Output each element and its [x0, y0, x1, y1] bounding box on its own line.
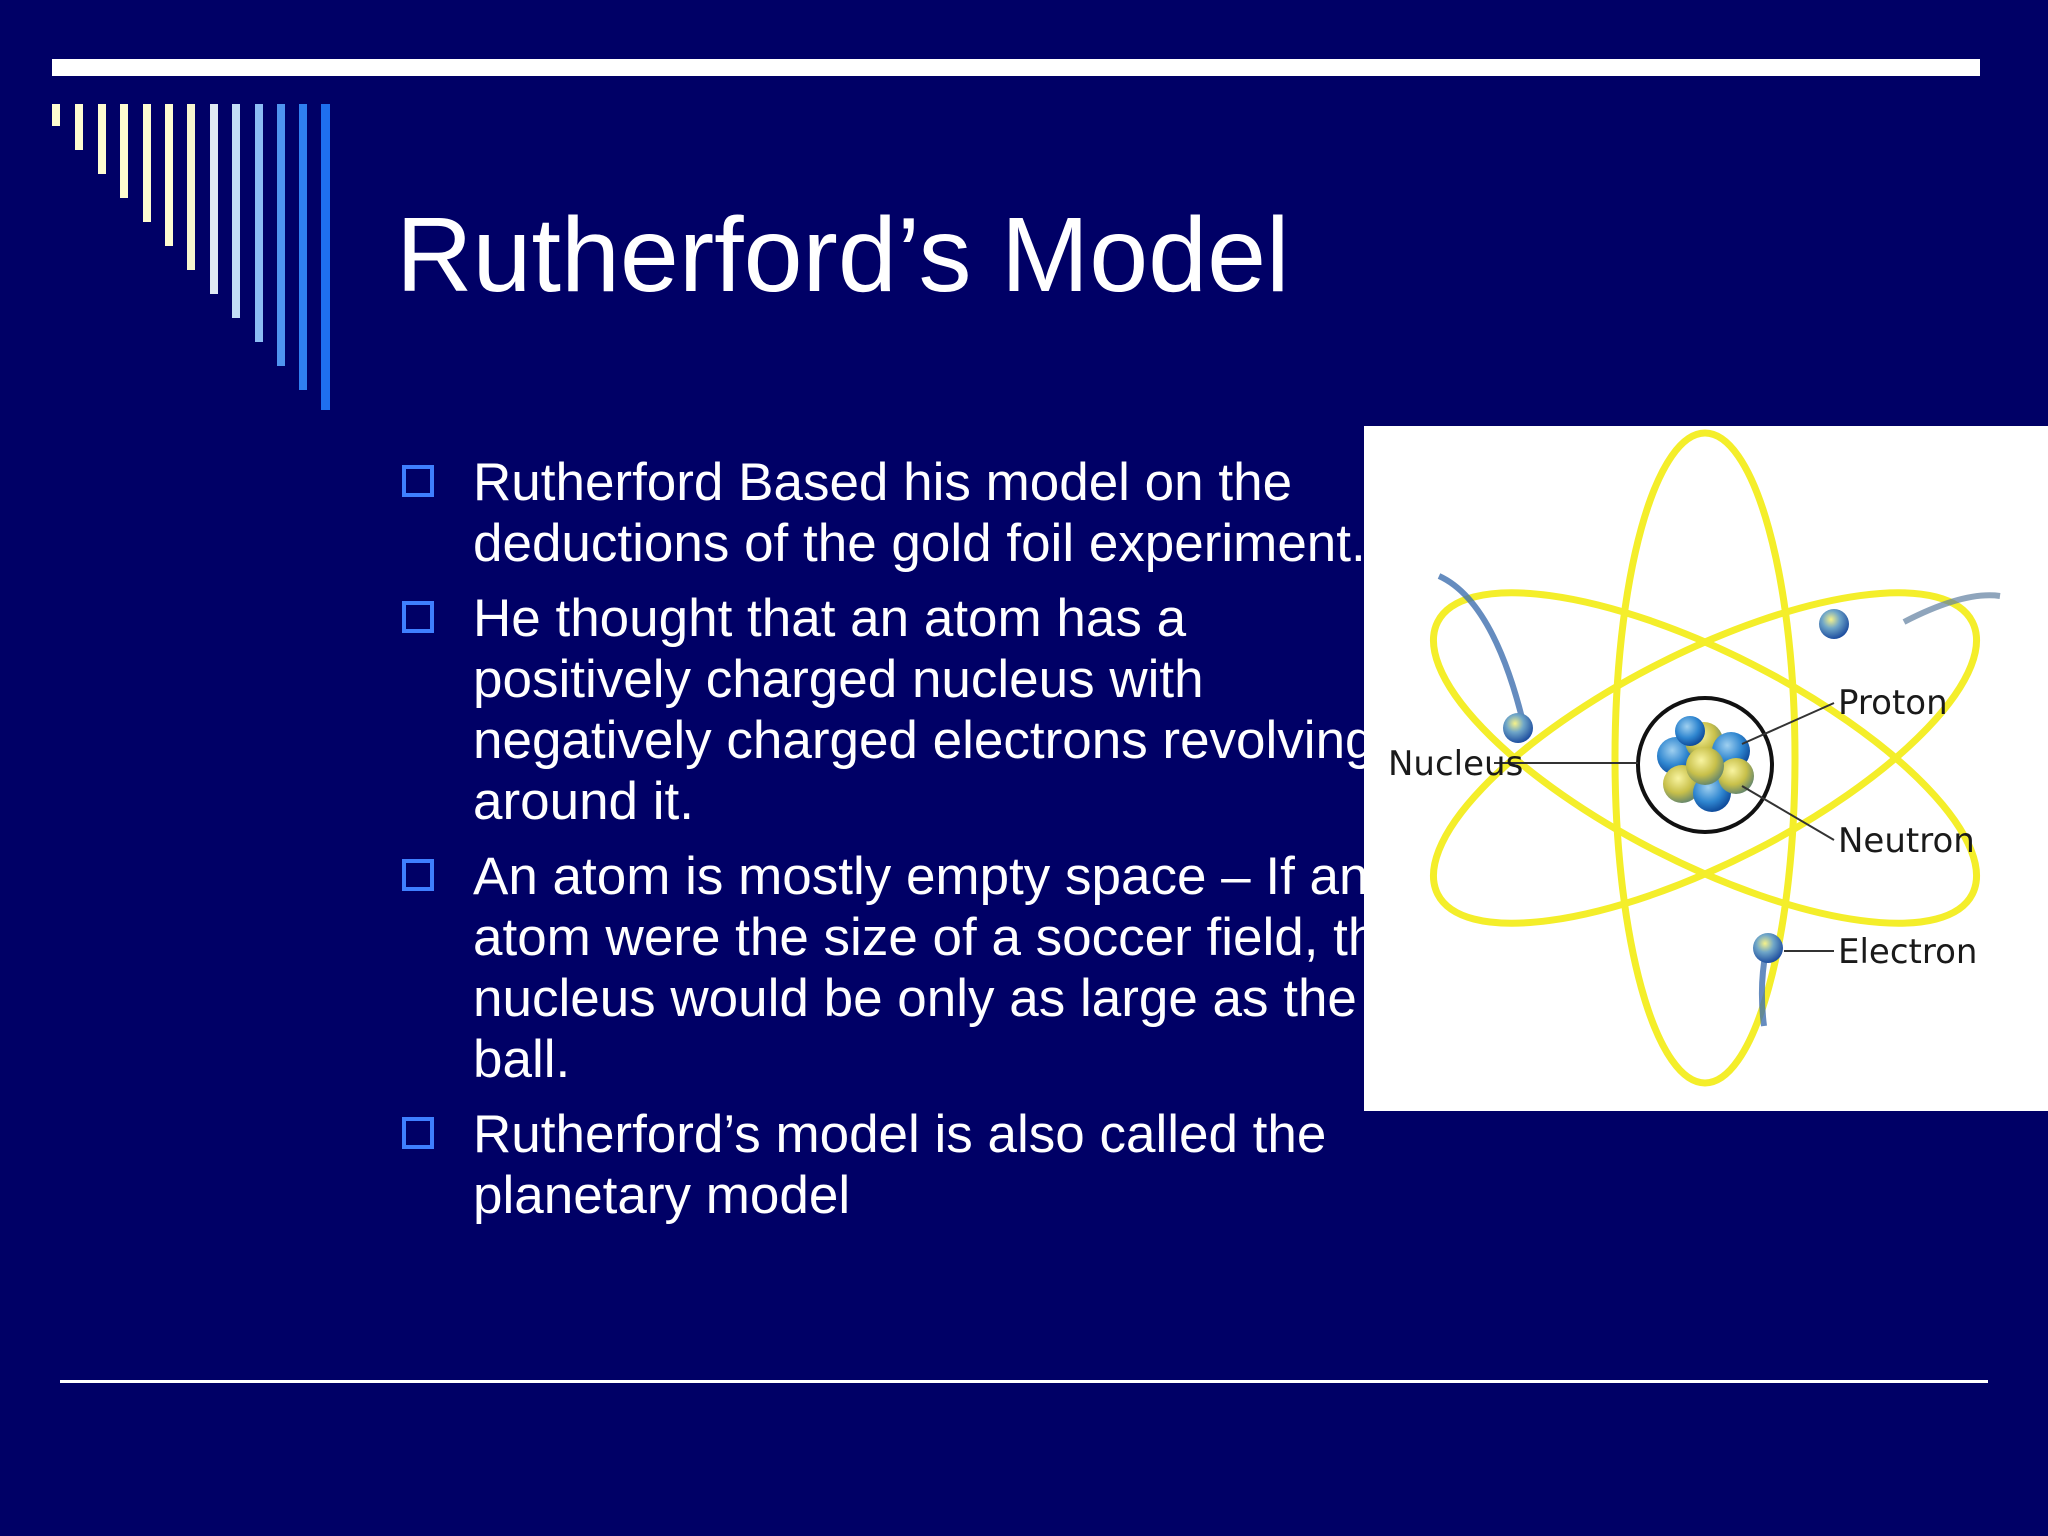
- bullet-item: He thought that an atom has a positively…: [398, 588, 1418, 832]
- bullet-item: An atom is mostly empty space – If an at…: [398, 846, 1418, 1090]
- bullet-text: Rutherford’s model is also called the pl…: [473, 1105, 1327, 1225]
- label-electron: Electron: [1838, 932, 1977, 972]
- electron-ball: [1819, 609, 1849, 639]
- decorative-stripes: [52, 104, 330, 410]
- hollow-square-icon: [402, 859, 434, 891]
- orbit-vertical: [1611, 429, 1799, 1087]
- orbit-tilted-a: [1429, 589, 1981, 927]
- label-neutron: Neutron: [1838, 821, 1975, 861]
- bullet-item: Rutherford Based his model on the deduct…: [398, 452, 1418, 574]
- electron-ball: [1753, 933, 1783, 963]
- label-nucleus: Nucleus: [1388, 744, 1523, 784]
- slide-title: Rutherford’s Model: [396, 196, 1290, 314]
- bullet-list: Rutherford Based his model on the deduct…: [398, 452, 1418, 1240]
- bullet-item: Rutherford’s model is also called the pl…: [398, 1104, 1418, 1226]
- hollow-square-icon: [402, 1117, 434, 1149]
- label-proton: Proton: [1838, 683, 1948, 723]
- electron-ball: [1503, 713, 1533, 743]
- bullet-text: He thought that an atom has a positively…: [473, 589, 1375, 831]
- top-rule: [52, 59, 1980, 76]
- orbit-tilted-b: [1429, 589, 1981, 927]
- hollow-square-icon: [402, 601, 434, 633]
- atom-illustration: Nucleus Proton Neutron Electron: [1388, 429, 2001, 1087]
- atom-diagram: Nucleus Proton Neutron Electron: [1364, 426, 2048, 1111]
- bottom-rule: [60, 1380, 1988, 1383]
- bullet-text: Rutherford Based his model on the deduct…: [473, 453, 1366, 573]
- bullet-text: An atom is mostly empty space – If an at…: [473, 847, 1407, 1089]
- hollow-square-icon: [402, 465, 434, 497]
